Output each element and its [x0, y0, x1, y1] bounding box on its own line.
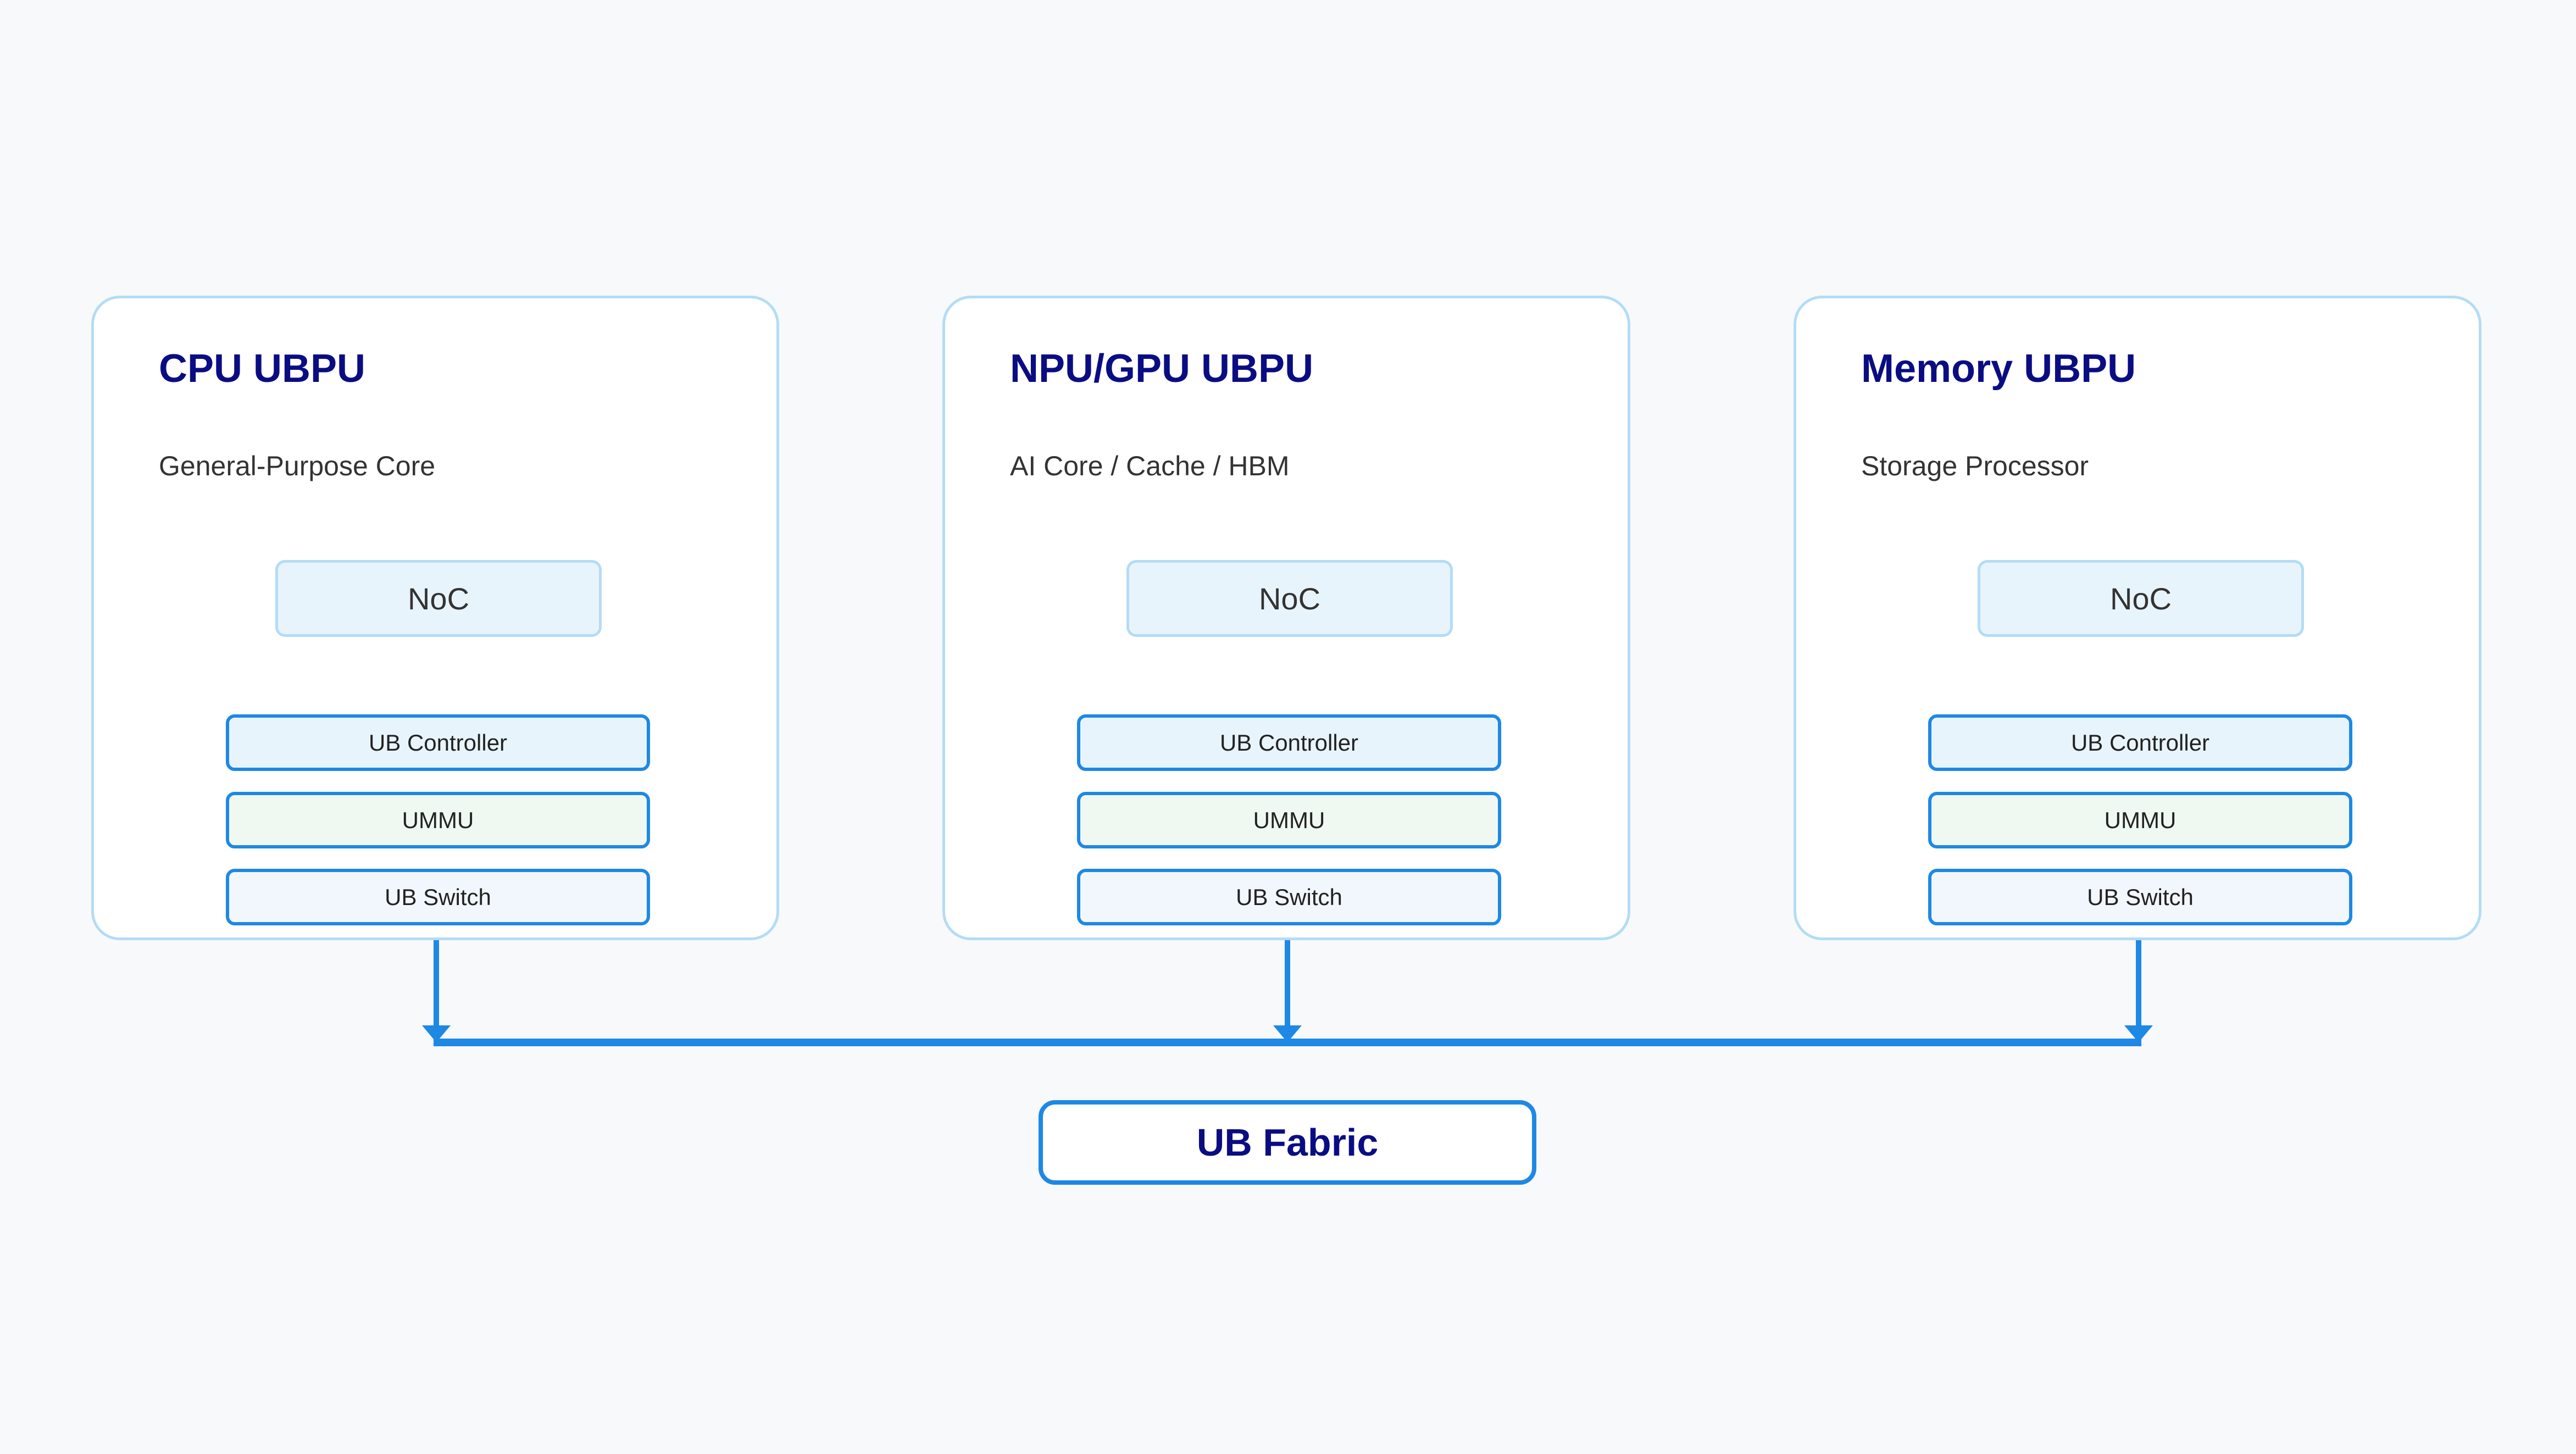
arrowhead-memory [2124, 1025, 2153, 1042]
ubpu-title: Memory UBPU [1861, 347, 2136, 391]
ub-switch-box: UB Switch [226, 869, 650, 925]
ub-controller-box: UB Controller [226, 714, 650, 771]
ubpu-subtitle: AI Core / Cache / HBM [1010, 451, 1290, 481]
cpu-ubpu-panel: CPU UBPU General-Purpose Core NoC UB Con… [91, 296, 779, 940]
npu-gpu-ubpu-panel: NPU/GPU UBPU AI Core / Cache / HBM NoC U… [942, 296, 1630, 940]
ub-fabric-box: UB Fabric [1039, 1100, 1536, 1185]
ubpu-subtitle: General-Purpose Core [159, 451, 436, 481]
ub-switch-box: UB Switch [1928, 869, 2352, 925]
ubpu-title: CPU UBPU [159, 347, 366, 391]
arrowhead-npu [1273, 1025, 1302, 1042]
noc-box: NoC [1978, 560, 2304, 637]
noc-box: NoC [275, 560, 602, 637]
ummu-box: UMMU [1077, 792, 1501, 848]
ubpu-title: NPU/GPU UBPU [1010, 347, 1314, 391]
ummu-box: UMMU [226, 792, 650, 848]
ubpu-subtitle: Storage Processor [1861, 451, 2089, 481]
ub-controller-box: UB Controller [1928, 714, 2352, 771]
ub-switch-box: UB Switch [1077, 869, 1501, 925]
noc-box: NoC [1126, 560, 1453, 637]
arrowhead-cpu [422, 1025, 451, 1042]
ummu-box: UMMU [1928, 792, 2352, 848]
memory-ubpu-panel: Memory UBPU Storage Processor NoC UB Con… [1794, 296, 2481, 940]
ub-controller-box: UB Controller [1077, 714, 1501, 771]
